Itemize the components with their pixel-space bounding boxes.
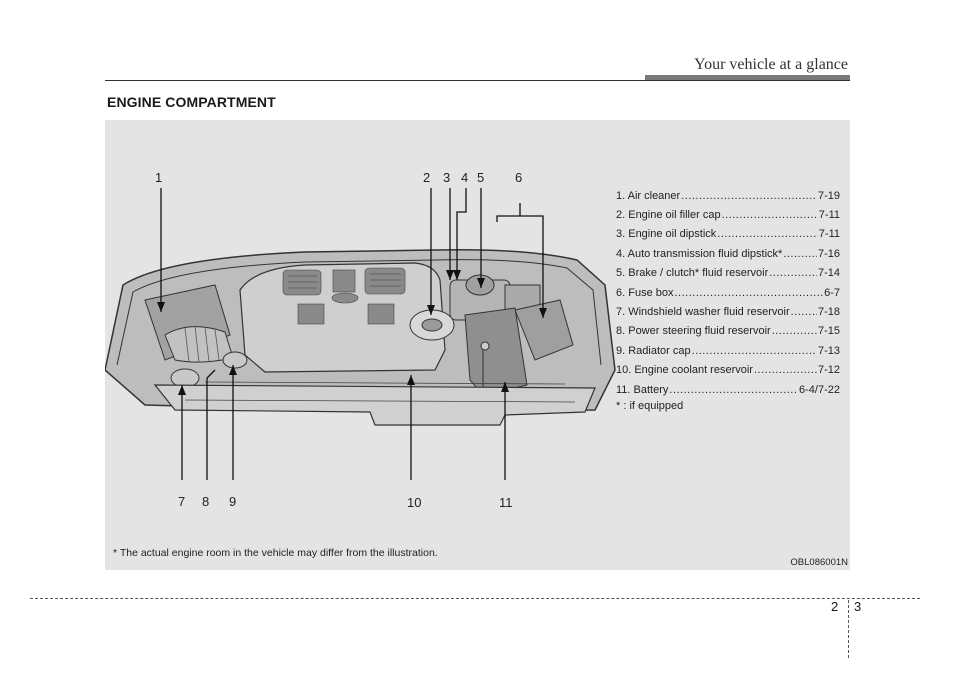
legend-item: 8. Power steering fluid reservoir 7-15: [616, 322, 840, 341]
section-title: ENGINE COMPARTMENT: [107, 94, 276, 110]
legend-label: 2. Engine oil filler cap: [616, 209, 721, 222]
legend-item: 5. Brake / clutch* fluid reservoir 7-14: [616, 264, 840, 283]
legend-item: 11. Battery 6-4/7-22: [616, 380, 840, 399]
legend-label: 11. Battery: [616, 383, 669, 396]
legend-item: 1. Air cleaner 7-19: [616, 186, 840, 205]
legend-page: 6-4/7-22: [799, 383, 840, 396]
page-number-left: 2: [831, 599, 839, 614]
legend-page: 7-18: [817, 306, 840, 319]
legend-page: 7-14: [817, 267, 840, 280]
legend-label: 10. Engine coolant reservoir: [616, 364, 753, 377]
callout-11: 11: [499, 495, 513, 510]
leader-dots: [692, 345, 817, 357]
legend-note: * : if equipped: [616, 400, 684, 413]
legend-page: 7-19: [817, 189, 840, 202]
callout-3: 3: [443, 170, 451, 185]
legend-item: 6. Fuse box 6-7: [616, 283, 840, 302]
footer-rule: [30, 598, 920, 599]
leader-dots: [783, 248, 817, 260]
leader-dots: [669, 384, 798, 396]
callout-7: 7: [178, 494, 186, 509]
legend-item: 9. Radiator cap 7-13: [616, 341, 840, 360]
legend-item: 4. Auto transmission fluid dipstick* 7-16: [616, 244, 840, 263]
legend-label: 3. Engine oil dipstick: [616, 228, 717, 241]
legend-label: 6. Fuse box: [616, 286, 674, 299]
legend-item: 10. Engine coolant reservoir 7-12: [616, 361, 840, 380]
legend-item: 7. Windshield washer fluid reservoir 7-18: [616, 302, 840, 321]
legend-item: 3. Engine oil dipstick 7-11: [616, 225, 840, 244]
legend-page: 6-7: [824, 286, 840, 299]
leader-dots: [791, 306, 817, 318]
legend-label: 8. Power steering fluid reservoir: [616, 325, 771, 338]
legend-page: 7-11: [818, 228, 840, 241]
callout-8: 8: [202, 494, 210, 509]
leader-dots: [754, 364, 817, 376]
legend-page: 7-13: [817, 344, 840, 357]
legend-label: 7. Windshield washer fluid reservoir: [616, 306, 790, 319]
legend: 1. Air cleaner 7-19 2. Engine oil filler …: [616, 186, 840, 413]
page-number-right: 3: [854, 599, 862, 614]
header-rule: [105, 80, 850, 81]
leader-dots: [772, 325, 817, 337]
legend-page: 7-11: [818, 209, 840, 222]
callout-4: 4: [461, 170, 469, 185]
callout-6: 6: [515, 170, 523, 185]
callout-10: 10: [407, 495, 422, 510]
callout-5: 5: [477, 170, 485, 185]
legend-label: 4. Auto transmission fluid dipstick*: [616, 247, 783, 260]
legend-page: 7-15: [817, 325, 840, 338]
engine-illustration: [105, 188, 616, 480]
legend-label: 5. Brake / clutch* fluid reservoir: [616, 267, 769, 280]
figure-footnote: * The actual engine room in the vehicle …: [113, 547, 438, 559]
leader-dots: [681, 190, 817, 202]
callout-9: 9: [229, 494, 237, 509]
callout-1: 1: [155, 170, 163, 185]
figure-code: OBL086001N: [790, 557, 848, 568]
callout-2: 2: [423, 170, 431, 185]
leader-dots: [722, 209, 818, 221]
leader-dots: [674, 287, 823, 299]
legend-item: 2. Engine oil filler cap 7-11: [616, 205, 840, 224]
header-title: Your vehicle at a glance: [694, 56, 848, 73]
leader-dots: [717, 228, 818, 240]
legend-label: 1. Air cleaner: [616, 189, 681, 202]
header-tab: [645, 75, 850, 81]
footer-divider: [848, 600, 849, 658]
legend-label: 9. Radiator cap: [616, 344, 691, 357]
leader-dots: [769, 267, 817, 279]
legend-page: 7-16: [817, 247, 840, 260]
legend-page: 7-12: [817, 364, 840, 377]
engine-figure: 1 2 3 4 5 6 7 8 9 10 11 1. Air cleaner 7-…: [105, 120, 850, 570]
